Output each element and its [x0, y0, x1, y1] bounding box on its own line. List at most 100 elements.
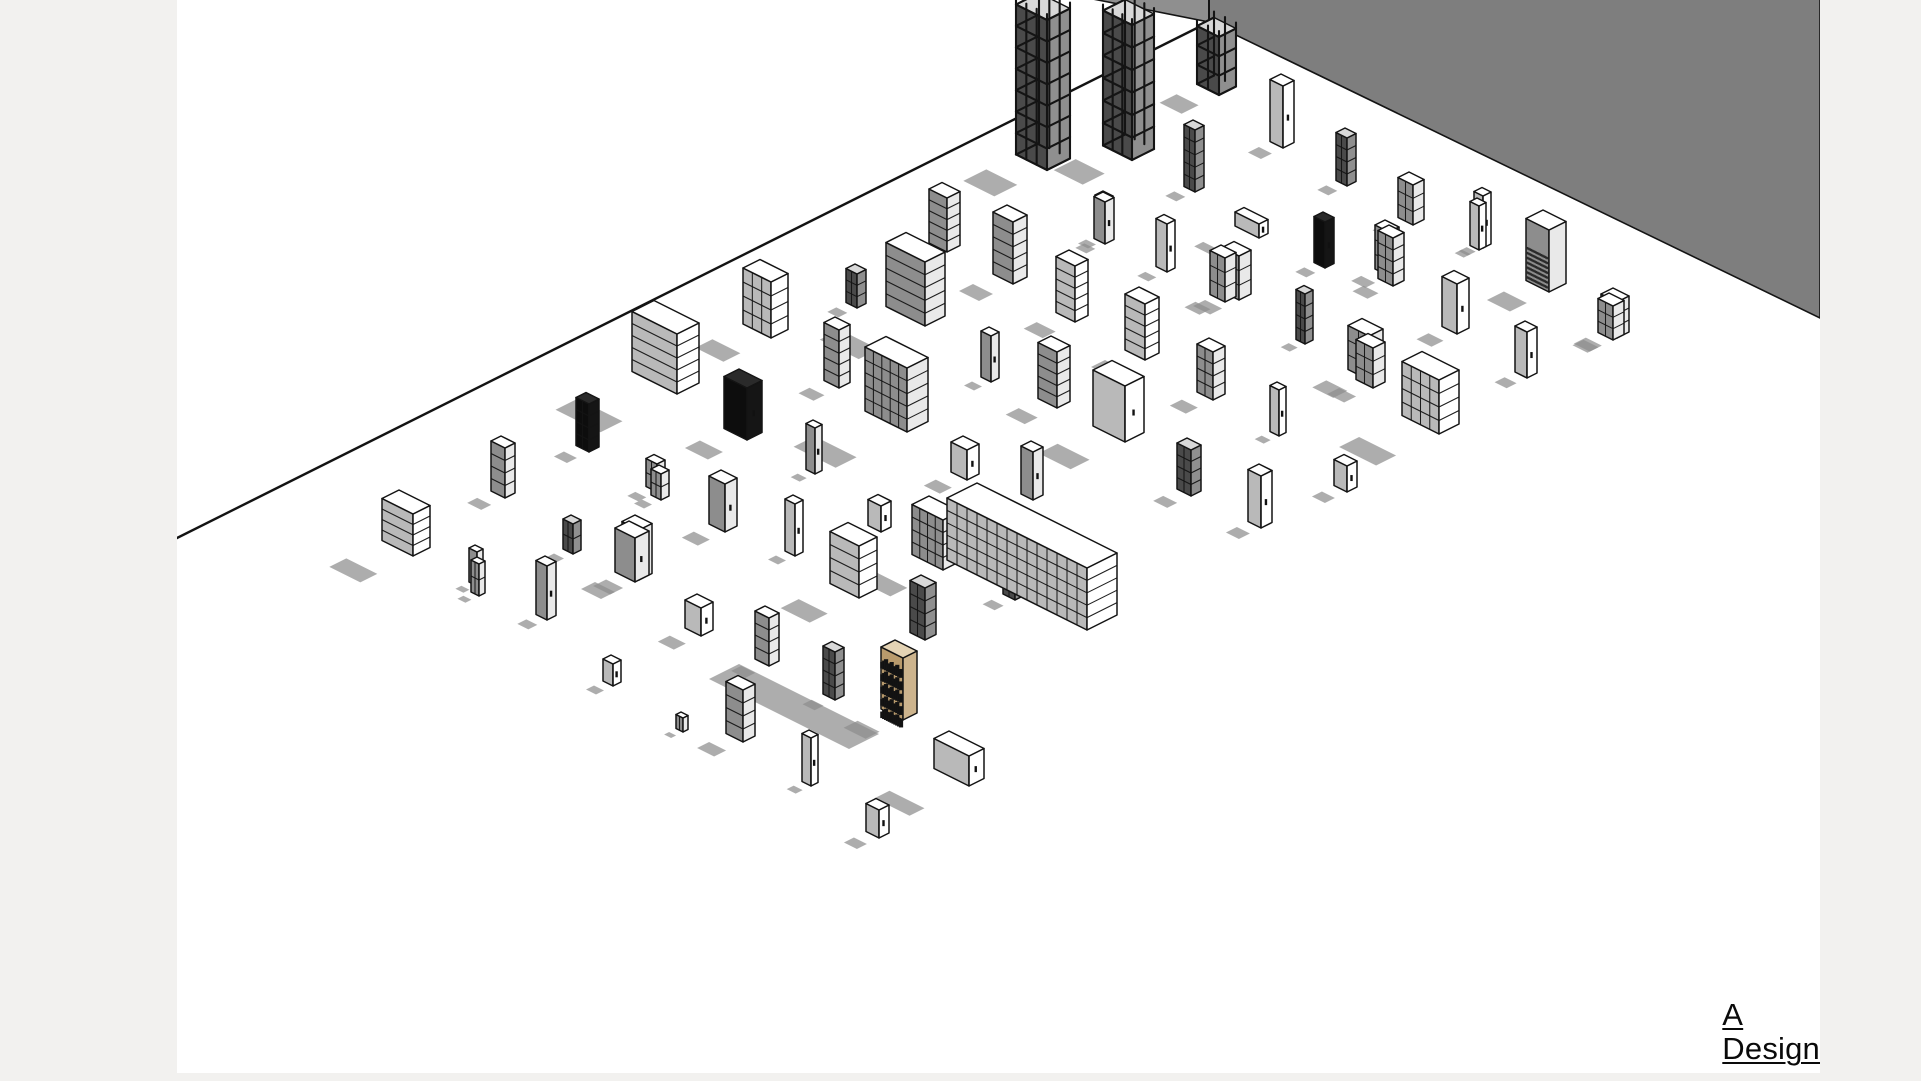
furniture-column-shelf-small[interactable]	[457, 556, 486, 603]
furniture-pillar-cabinet-white[interactable]	[768, 494, 804, 565]
furniture-shelving-rear-mid[interactable]	[1184, 244, 1237, 315]
furniture-open-frame-pallet-rack-tall[interactable]	[963, 0, 1072, 197]
furniture-cube-shelf-4-tier-right[interactable]	[1169, 337, 1226, 414]
furniture-corner-unit-curved[interactable]	[923, 435, 980, 494]
furniture-cube-small-white[interactable]	[1311, 453, 1358, 504]
slim-locker-white-shadow	[1458, 247, 1476, 256]
furniture-cube-grid-wall-5x4[interactable]	[793, 335, 929, 468]
shelving-open-6-tier-face-left	[1124, 293, 1146, 361]
furniture-slatted-display-shelf[interactable]	[780, 521, 878, 623]
tall-wardrobe-white-face-top	[1269, 73, 1295, 87]
wardrobe-white-tall-face-top	[1514, 320, 1538, 333]
mini-cabinet-white-face-top	[650, 464, 670, 475]
furniture-tall-wardrobe-white[interactable]	[1247, 73, 1295, 160]
furniture-wardrobe-tall-right[interactable]	[1225, 463, 1273, 540]
cube-shelf-3x3-shadow	[1327, 387, 1357, 403]
render-canvas[interactable]: A Design	[177, 0, 1820, 1073]
furniture-cube-bookcase-4x3[interactable]	[1339, 350, 1460, 466]
furniture-shelving-unit-5-tier-right[interactable]	[1153, 437, 1202, 508]
cube-shelf-small-dark-shadow	[827, 307, 848, 318]
ladder-shelf-tall-left-face-top	[490, 435, 516, 449]
furniture-micro-cube-shelf[interactable]	[664, 711, 689, 738]
furniture-cube-shelf-dark-slim[interactable]	[1280, 284, 1314, 352]
furniture-long-low-sideboard[interactable]	[874, 730, 985, 816]
furniture-bookcase-6-tier[interactable]	[1023, 249, 1089, 339]
pillar-cabinet-lower-face-left	[801, 732, 812, 787]
wide-bookcase-long-face-right	[676, 322, 700, 395]
furniture-wide-bookcase-long[interactable]	[555, 299, 700, 433]
coat-rack-stand-shadow	[1137, 271, 1157, 282]
cube-shelf-4x2-face-right	[1238, 249, 1252, 301]
dark-book-tower-shadow	[802, 699, 824, 711]
wardrobe-slim-lower-left-shadow	[455, 585, 470, 593]
furniture-small-dark-cube-shelf[interactable]	[546, 514, 582, 563]
furniture-perforated-tall-cabinet[interactable]	[1486, 209, 1567, 312]
furniture-double-door-cabinet-wide[interactable]	[1038, 359, 1145, 470]
stacked-cube-column-2-shadow	[517, 619, 538, 630]
low-bench-unit-face-top	[1234, 206, 1269, 225]
furniture-pillar-cabinet-lower[interactable]	[786, 729, 819, 794]
furniture-open-frame-rack-small[interactable]	[1159, 10, 1238, 114]
furniture-cube-shelf-3x4-wide[interactable]	[695, 258, 789, 362]
cube-shelf-4x2-shadow	[1193, 299, 1223, 315]
slim-tower-cabinet-shadow	[790, 473, 807, 482]
cube-white-bottom-shadow	[843, 837, 867, 850]
furniture-stacked-cube-column-2[interactable]	[517, 555, 557, 630]
furniture-locker-white-far-right[interactable]	[1454, 197, 1487, 258]
furniture-black-tower-cabinet[interactable]	[1295, 211, 1335, 278]
furniture-narrow-tower-shelf[interactable]	[964, 326, 1000, 391]
shelving-unit-5-tier-face-left	[928, 188, 948, 253]
narrow-tower-shelf-shadow	[964, 381, 982, 391]
furniture-tiny-cube-white[interactable]	[586, 654, 622, 695]
isometric-scene	[177, 0, 1820, 1073]
wood-frame-bookcase-face-top	[880, 639, 918, 659]
furniture-slim-cube-shelf-dark[interactable]	[1165, 119, 1205, 202]
furniture-slim-column-cabinet[interactable]	[1254, 381, 1287, 444]
furniture-shelving-4-tier-lower[interactable]	[697, 674, 756, 757]
stacked-box-column-shadow	[593, 579, 624, 595]
furniture-cube-white-bottom[interactable]	[843, 797, 890, 850]
black-box-shelf-face-top	[723, 368, 763, 389]
furniture-wood-frame-bookcase[interactable]	[843, 639, 918, 739]
mini-cabinet-white-shadow	[634, 499, 652, 509]
furniture-open-frame-pallet-rack-tall-2[interactable]	[1053, 0, 1156, 185]
furniture-shelving-unit-6-tier[interactable]	[959, 204, 1028, 301]
furniture-wardrobe-2door-mid[interactable]	[681, 469, 738, 546]
furniture-slim-tower-cabinet[interactable]	[790, 419, 823, 482]
furniture-ladder-shelf-5-tier[interactable]	[798, 316, 851, 401]
wardrobe-double-white-face-left	[1441, 275, 1458, 335]
furniture-shelving-low-wide[interactable]	[329, 489, 431, 583]
dense-shelving-wall-face-right	[924, 251, 946, 327]
wardrobe-2door-mid-shadow	[681, 531, 710, 546]
furniture-cabinet-2door-upright[interactable]	[1000, 440, 1044, 511]
wardrobe-tall-right-shadow	[1225, 527, 1250, 540]
ladder-shelf-5-tier-shadow	[798, 387, 825, 401]
furniture-narrow-cabinet-2door[interactable]	[1075, 191, 1115, 254]
furniture-low-shelf-pair[interactable]	[581, 520, 650, 599]
furniture-coat-rack-stand[interactable]	[1137, 213, 1176, 282]
furniture-dense-shelving-wall[interactable]	[819, 231, 946, 360]
shelving-open-6-tier-face-right	[1144, 296, 1160, 361]
furniture-cube-shelf-dark-small[interactable]	[1317, 127, 1357, 196]
narrow-tower-shelf-face-left	[980, 330, 992, 383]
furniture-wardrobe-white-tall[interactable]	[1494, 320, 1538, 389]
furniture-corner-shelf-small[interactable]	[1572, 292, 1625, 353]
furniture-mini-cabinet-white[interactable]	[634, 464, 670, 509]
furniture-ladder-shelf-tall-left[interactable]	[467, 435, 516, 510]
cube-shelf-dark-slim-face-top	[1295, 284, 1314, 295]
shelving-rear-mid-shadow	[1184, 301, 1211, 315]
furniture-wardrobe-double-white[interactable]	[1416, 269, 1470, 347]
furniture-dark-book-tower[interactable]	[802, 640, 845, 711]
shelf-tower-left-rear-shadow	[1078, 239, 1096, 249]
furniture-round-corner-stool[interactable]	[657, 593, 714, 650]
furniture-cube-shelf-3x3[interactable]	[1327, 332, 1386, 403]
furniture-cube-shelf-small-dark[interactable]	[827, 263, 867, 318]
furniture-black-box-shelf[interactable]	[684, 368, 763, 460]
furniture-cube-shelf-tall-narrow[interactable]	[1352, 224, 1405, 299]
cube-bookcase-4x3-shadow	[1339, 436, 1397, 466]
cube-bookcase-4x3-face-top	[1401, 350, 1460, 381]
furniture-shelving-5-tier-center[interactable]	[731, 605, 780, 678]
furniture-dark-locker-tall[interactable]	[553, 391, 600, 464]
furniture-bookcase-mid-5-tier[interactable]	[1005, 335, 1071, 425]
